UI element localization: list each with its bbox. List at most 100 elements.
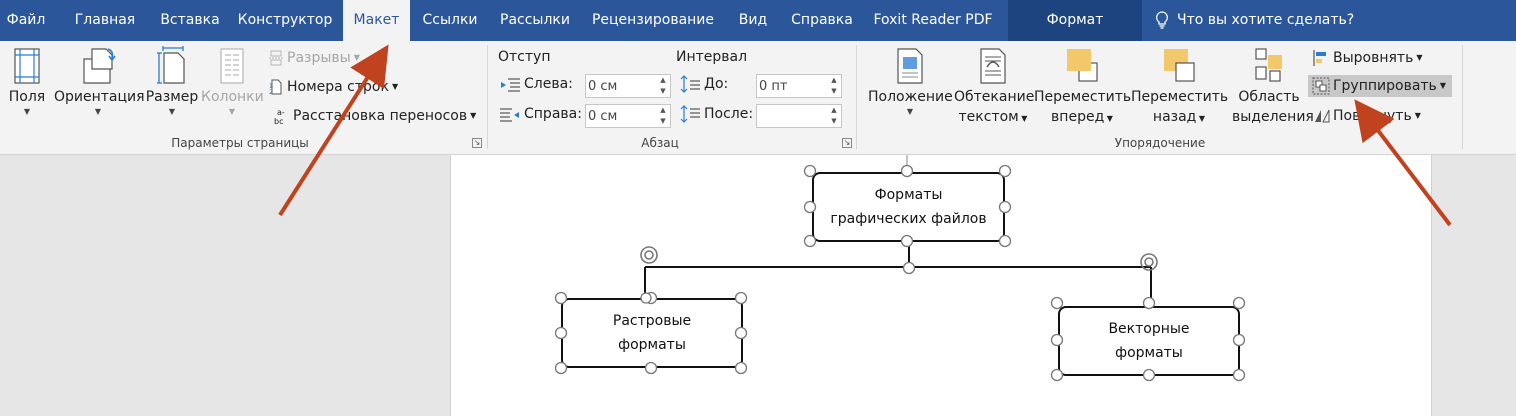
indent-right-input[interactable] <box>586 105 656 127</box>
selection-pane-button[interactable]: Область выделения <box>1232 45 1314 127</box>
columns-button[interactable]: Колонки ▼ <box>201 45 264 117</box>
spacing-after-input[interactable] <box>757 105 827 127</box>
wrap-text-button[interactable]: Обтекание текстом ▼ <box>954 45 1034 129</box>
indent-right-spinner[interactable]: ▲ ▼ <box>585 104 671 128</box>
diagram-node-root[interactable]: Форматы графических файлов <box>812 172 1005 242</box>
line-numbers-icon: 1 2 <box>269 79 282 95</box>
indent-left-spinner[interactable]: ▲ ▼ <box>585 74 671 98</box>
spin-up-icon[interactable]: ▲ <box>831 106 837 114</box>
spin-up-icon[interactable]: ▲ <box>660 76 666 84</box>
svg-text:bc: bc <box>274 117 283 125</box>
position-button[interactable]: Положение ▼ <box>868 45 953 117</box>
spin-up-icon[interactable]: ▲ <box>660 106 666 114</box>
raster-node-text-2: форматы <box>618 337 686 353</box>
bring-forward-icon <box>1067 49 1098 82</box>
tab-file[interactable]: Файл <box>6 12 46 28</box>
margins-icon <box>14 48 40 84</box>
spin-down-icon[interactable]: ▼ <box>660 117 666 125</box>
tell-me-search[interactable]: Что вы хотите сделать? <box>1155 0 1354 41</box>
align-icon <box>1313 50 1326 66</box>
spacing-before-spinner[interactable]: ▲ ▼ <box>756 74 842 98</box>
align-label: Выровнять <box>1333 50 1414 66</box>
spin-down-icon[interactable]: ▼ <box>660 87 666 95</box>
chevron-down-icon: ▼ <box>228 107 236 116</box>
group-button[interactable]: Группировать▼ <box>1308 75 1452 97</box>
dialog-launcher-icon[interactable]: ↘ <box>842 138 852 148</box>
bring-forward-label-2: вперед ▼ <box>1051 109 1113 125</box>
columns-icon <box>220 48 244 84</box>
spacing-after-icon <box>680 105 700 123</box>
selection-pane-label-1: Область <box>1238 89 1300 105</box>
margins-button[interactable]: Поля ▼ <box>4 45 50 117</box>
svg-text:1: 1 <box>269 83 273 90</box>
page-setup-group-label: Параметры страницы <box>171 136 309 150</box>
orientation-icon <box>83 48 116 84</box>
chevron-down-icon: ▼ <box>168 107 176 116</box>
tab-insert[interactable]: Вставка <box>160 12 220 28</box>
root-node-text-1: Форматы <box>874 187 943 203</box>
hyphenation-icon: a- bc <box>274 108 285 125</box>
chevron-down-icon: ▼ <box>391 82 399 91</box>
root-node-text-2: графических файлов <box>830 211 987 227</box>
send-backward-button[interactable]: Переместить назад ▼ <box>1131 45 1229 129</box>
tab-review[interactable]: Рецензирование <box>591 12 715 28</box>
group-divider <box>1462 45 1463 149</box>
spacing-after-spinner[interactable]: ▲ ▼ <box>756 104 842 128</box>
vector-node-text-2: форматы <box>1115 345 1183 361</box>
group-divider <box>856 45 857 149</box>
hyphenation-button[interactable]: a- bc Расстановка переносов▼ <box>274 105 476 127</box>
spacing-before-label: До: <box>704 76 729 92</box>
indent-left-input[interactable] <box>586 75 656 97</box>
spin-up-icon[interactable]: ▲ <box>831 76 837 84</box>
indent-right-label: Справа: <box>524 106 582 122</box>
bring-forward-button[interactable]: Переместить вперед ▼ <box>1034 45 1132 129</box>
indent-left-label: Слева: <box>524 76 573 92</box>
lightbulb-icon <box>1156 11 1168 29</box>
dialog-launcher-icon[interactable]: ↘ <box>472 138 482 148</box>
spin-down-icon[interactable]: ▼ <box>831 117 837 125</box>
send-backward-label-2: назад ▼ <box>1152 109 1206 125</box>
tab-view[interactable]: Вид <box>738 12 768 28</box>
hyphenation-label: Расстановка переносов <box>293 108 468 124</box>
send-backward-icon <box>1164 49 1195 82</box>
ribbon: Поля ▼ Ориентация ▼ Размер ▼ <box>0 41 1516 155</box>
tab-mailings[interactable]: Рассылки <box>500 12 570 28</box>
tab-references[interactable]: Ссылки <box>422 12 478 28</box>
wrap-text-icon <box>980 48 1006 84</box>
group-objects-icon <box>1312 77 1330 95</box>
chevron-down-icon: ▼ <box>1439 81 1446 90</box>
size-label: Размер <box>145 89 199 105</box>
spin-down-icon[interactable]: ▼ <box>831 87 837 95</box>
chevron-down-icon: ▼ <box>94 107 102 116</box>
align-button[interactable]: Выровнять▼ <box>1312 47 1423 69</box>
wrap-text-label-2: текстом ▼ <box>958 109 1028 125</box>
tab-foxit-reader-pdf[interactable]: Foxit Reader PDF <box>873 12 993 28</box>
send-backward-label-1: Переместить <box>1131 89 1229 105</box>
selection-pane-icon <box>1255 48 1282 82</box>
spacing-after-label: После: <box>704 106 754 122</box>
selection-pane-label-2: выделения <box>1232 109 1314 125</box>
tab-help[interactable]: Справка <box>791 12 853 28</box>
bring-forward-label-1: Переместить <box>1034 89 1132 105</box>
group-label: Группировать <box>1333 78 1437 94</box>
rotate-icon <box>1315 109 1330 123</box>
indent-title: Отступ <box>498 49 551 65</box>
tab-layout[interactable]: Макет <box>343 0 410 41</box>
selection-handles <box>554 164 1246 382</box>
position-label: Положение <box>868 89 953 105</box>
tell-me-text: Что вы хотите сделать? <box>1177 12 1355 28</box>
svg-text:2: 2 <box>269 89 273 95</box>
breaks-label: Разрывы <box>287 50 351 66</box>
orientation-button[interactable]: Ориентация ▼ <box>54 45 145 117</box>
spacing-title: Интервал <box>676 49 748 65</box>
spacing-before-input[interactable] <box>757 75 827 97</box>
indent-right-icon <box>500 108 519 122</box>
size-button[interactable]: Размер ▼ <box>145 45 199 117</box>
chevron-down-icon: ▼ <box>23 107 31 116</box>
tab-home[interactable]: Главная <box>74 12 136 28</box>
page-size-icon <box>157 46 185 84</box>
tab-design[interactable]: Конструктор <box>237 12 333 28</box>
columns-label: Колонки <box>201 89 264 105</box>
tab-format[interactable]: Формат <box>1008 0 1142 41</box>
